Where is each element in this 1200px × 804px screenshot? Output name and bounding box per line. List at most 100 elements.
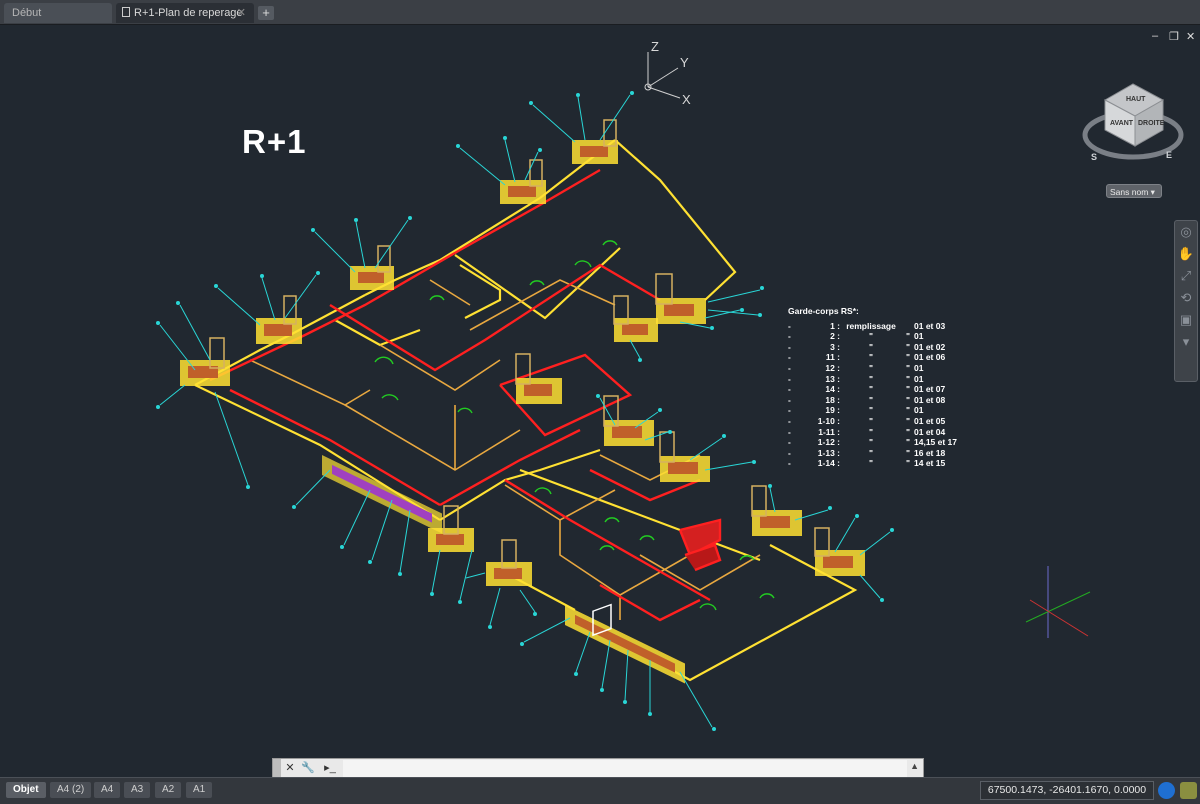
legend-ditto: " [905,447,911,458]
legend-row: -1-13 :""16 et 18 [788,448,984,459]
zoom-icon[interactable]: ⤢ [1180,268,1192,283]
command-prompt-icon[interactable]: ▸_ [324,762,336,774]
restore-icon[interactable]: ❐ [1169,31,1179,43]
legend-bullet: - [788,341,791,352]
legend-number: 1-10 : [817,415,840,426]
legend-sheets: 01 et 03 [914,320,946,331]
legend-sheets: 01 [914,405,924,416]
legend-sheets: 01 [914,373,924,384]
legend-sheets: 01 et 02 [914,341,946,352]
legend-row: -1-10 :""01 et 05 [788,416,984,427]
legend-number: 19 : [825,405,840,416]
legend-sheets: 16 et 18 [914,447,946,458]
legend-type: " [868,426,874,437]
pan-icon[interactable]: ✋ [1177,246,1195,261]
tab-start[interactable]: Début [4,3,112,23]
legend-type: " [868,405,874,416]
legend-row: -11 :""01 et 06 [788,352,984,363]
legend-number: 11 : [825,352,840,363]
layout-tab-a4-2[interactable]: A4 (2) [50,782,92,798]
file-tab-bar: Début R+1-Plan de reperage ✕ + [0,0,1200,25]
steering-wheel-icon[interactable]: ◎ [1180,224,1192,239]
legend-bullet: - [788,426,791,437]
legend-bullet: - [788,394,791,405]
legend-type: " [868,437,874,448]
close-tab-icon[interactable]: ✕ [236,7,246,19]
legend-sheets: 14 et 15 [914,458,946,469]
legend-number: 12 : [825,362,840,373]
legend-bullet: - [788,437,791,448]
command-line: ✕ 🔧 ▸_ ▲ [272,758,924,778]
legend-row: -18 :""01 et 08 [788,395,984,406]
showmotion-icon[interactable]: ▣ [1179,312,1193,327]
legend-number: 1-14 : [817,458,840,469]
drawing-canvas[interactable] [0,25,1200,777]
legend-type: " [868,331,874,342]
legend-number: 1 : [830,320,840,331]
legend-ditto: " [905,341,911,352]
workspace-icon[interactable] [1180,782,1197,799]
legend-ditto: " [905,362,911,373]
legend-bullet: - [788,405,791,416]
legend-sheets: 01 [914,331,924,342]
legend-type: " [868,352,874,363]
legend-sheets: 01 [914,362,924,373]
new-tab-button[interactable]: + [258,6,274,20]
legend-row: -2 :""01 [788,331,984,342]
legend-sheets: 01 et 06 [914,352,946,363]
legend-bullet: - [788,362,791,373]
legend-ditto: " [905,373,911,384]
command-input[interactable] [343,760,907,778]
named-view-dropdown[interactable]: Sans nom ▾ [1106,184,1162,198]
legend-number: 18 : [825,394,840,405]
legend-row: -1-12 :""14,15 et 17 [788,437,984,448]
customize-wrench-icon[interactable]: 🔧 [301,762,315,774]
legend-bullet: - [788,447,791,458]
legend-type: " [868,415,874,426]
command-history-icon[interactable]: ▲ [910,761,919,771]
legend-type: " [868,458,874,469]
legend-ditto: " [905,415,911,426]
legend-number: 13 : [825,373,840,384]
legend-type: " [868,362,874,373]
legend-row: -14 :""01 et 07 [788,384,984,395]
legend-row: -1-14 :""14 et 15 [788,458,984,469]
model-space-icon[interactable] [1158,782,1175,799]
legend-row: -12 :""01 [788,363,984,374]
layout-tab-model[interactable]: Objet [6,782,46,798]
legend-sheets: 01 et 07 [914,384,946,395]
tab-drawing-label: R+1-Plan de reperage [134,7,243,19]
navbar-menu-icon[interactable]: ▾ [1182,334,1190,349]
layout-tab-a4[interactable]: A4 [94,782,121,798]
legend-ditto: " [905,384,911,395]
legend-sheets: 14,15 et 17 [914,437,958,448]
legend-bullet: - [788,415,791,426]
orbit-icon[interactable]: ⟲ [1180,290,1192,305]
legend-bullet: - [788,384,791,395]
navigation-bar: ◎ ✋ ⤢ ⟲ ▣ ▾ [1174,220,1198,382]
named-view-label: Sans nom [1110,187,1149,197]
legend-sheets: 01 et 05 [914,415,946,426]
tab-drawing[interactable]: R+1-Plan de reperage ✕ [116,3,254,23]
close-command-icon[interactable]: ✕ [285,762,295,774]
legend-ditto [902,321,914,332]
close-window-icon[interactable]: ✕ [1186,31,1196,43]
document-icon [122,7,130,17]
legend-sheets: 01 et 08 [914,394,946,405]
layout-tab-a3[interactable]: A3 [124,782,151,798]
minimize-icon[interactable]: ‒ [1152,30,1159,42]
command-line-grip[interactable] [273,759,281,777]
layout-tab-a1[interactable]: A1 [186,782,213,798]
legend-bullet: - [788,352,791,363]
legend-type: " [868,384,874,395]
tab-start-label: Début [12,7,42,19]
coordinate-readout: 67500.1473, -26401.1670, 0.0000 [980,781,1154,800]
layout-tab-a2[interactable]: A2 [155,782,182,798]
legend-ditto: " [905,437,911,448]
legend-title: Garde-corps RS*: [788,306,859,316]
legend-type: " [868,373,874,384]
legend-bullet: - [788,331,791,342]
